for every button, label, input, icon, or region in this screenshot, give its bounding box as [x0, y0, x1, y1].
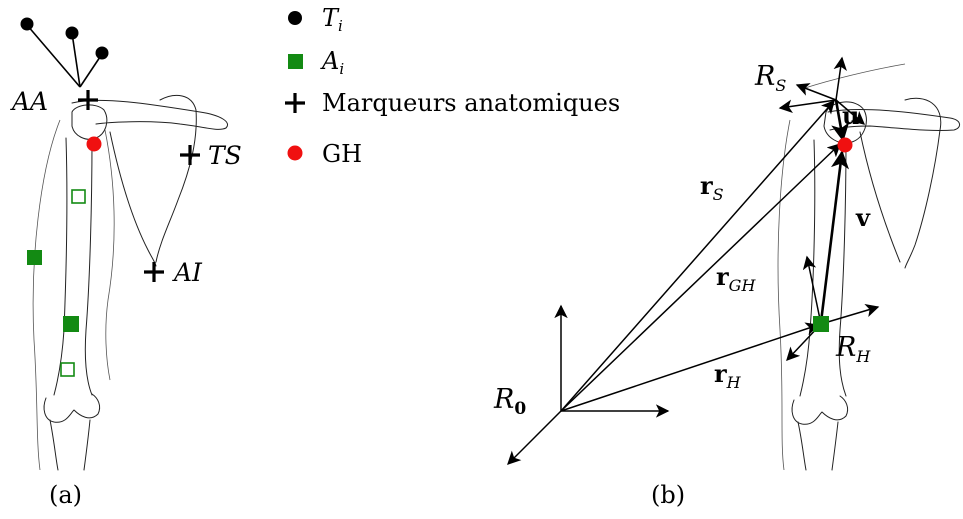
arm-marker-hollow-1 — [71, 189, 86, 204]
frame-rs — [778, 56, 866, 125]
gh-center-a — [86, 136, 102, 152]
gh-center-b — [837, 137, 853, 153]
frame-r0 — [507, 304, 670, 465]
technical-marker-3 — [95, 46, 109, 60]
label-vector-u: u — [842, 101, 859, 130]
legend-black-dot-icon — [288, 11, 302, 25]
label-vector-rh: rH — [714, 359, 742, 392]
label-r0: R0 — [493, 384, 526, 419]
label-rh: RH — [835, 332, 871, 366]
label-rs: RS — [754, 61, 786, 95]
legend-green-square-icon — [288, 54, 303, 69]
legend-label-arm: Ai — [320, 47, 344, 78]
panel-a: AA TS AI (a) — [10, 17, 242, 509]
vector-v — [819, 150, 850, 323]
legend: Ti Ai Marqueurs anatomiques GH — [285, 4, 620, 168]
caption-b: (b) — [651, 481, 685, 509]
label-aa: AA — [10, 87, 48, 116]
legend-red-dot-icon — [287, 145, 303, 161]
arm-outline-b — [777, 63, 960, 471]
legend-label-anatomical: Marqueurs anatomiques — [322, 89, 620, 117]
arm-marker-1 — [27, 250, 42, 265]
technical-marker-2 — [65, 26, 79, 40]
label-ai: AI — [172, 258, 203, 287]
arm-marker-2 — [63, 316, 79, 332]
label-vector-v: v — [855, 203, 871, 232]
anatomical-marker-aa — [78, 90, 98, 110]
anatomical-marker-ai — [144, 262, 164, 282]
technical-marker-1 — [20, 17, 34, 31]
vector-u — [831, 99, 850, 142]
vector-rgh — [560, 143, 841, 412]
arm-marker-hollow-2 — [60, 362, 75, 377]
frame-rh — [786, 255, 880, 361]
anatomical-marker-ts — [180, 145, 200, 165]
legend-label-technical: Ti — [322, 4, 343, 35]
legend-cross-icon — [285, 93, 305, 113]
label-vector-rgh: rGH — [716, 262, 756, 295]
humerus-frame-origin-marker — [813, 316, 829, 332]
label-ts: TS — [208, 141, 242, 170]
legend-label-gh: GH — [322, 140, 362, 168]
technical-cluster-a — [20, 17, 109, 88]
label-vector-rs: rS — [700, 171, 724, 204]
vector-rh — [560, 322, 820, 412]
vector-rs — [560, 99, 835, 412]
caption-a: (a) — [49, 481, 82, 509]
panel-b: R0 RS RH rS rGH rH u v (b) — [493, 56, 960, 509]
